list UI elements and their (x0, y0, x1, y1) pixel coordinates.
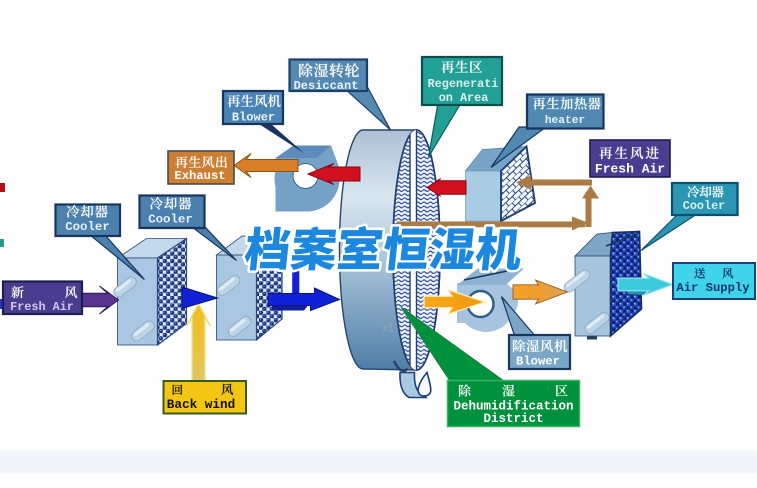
svg-text:xt: xt (382, 319, 393, 335)
svg-text:Dehumidification: Dehumidification (453, 400, 573, 414)
svg-text:Desiccant: Desiccant (294, 79, 359, 93)
svg-text:District: District (483, 412, 543, 426)
svg-text:Blower: Blower (516, 355, 560, 369)
svg-text:Cooler: Cooler (683, 199, 725, 213)
svg-text:heater: heater (545, 115, 585, 127)
svg-text:on Area: on Area (439, 91, 489, 105)
svg-text:Exhaust: Exhaust (174, 169, 225, 183)
svg-text:Cooler: Cooler (148, 213, 193, 227)
svg-text:Fresh Air: Fresh Air (10, 300, 74, 314)
svg-text:Regenerati: Regenerati (428, 77, 499, 91)
svg-text:Cooler: Cooler (65, 220, 110, 234)
svg-text:Blower: Blower (232, 111, 275, 125)
svg-text:Back wind: Back wind (167, 397, 236, 412)
svg-text:Air Supply: Air Supply (676, 281, 750, 295)
svg-text:Fresh Air: Fresh Air (595, 162, 665, 177)
